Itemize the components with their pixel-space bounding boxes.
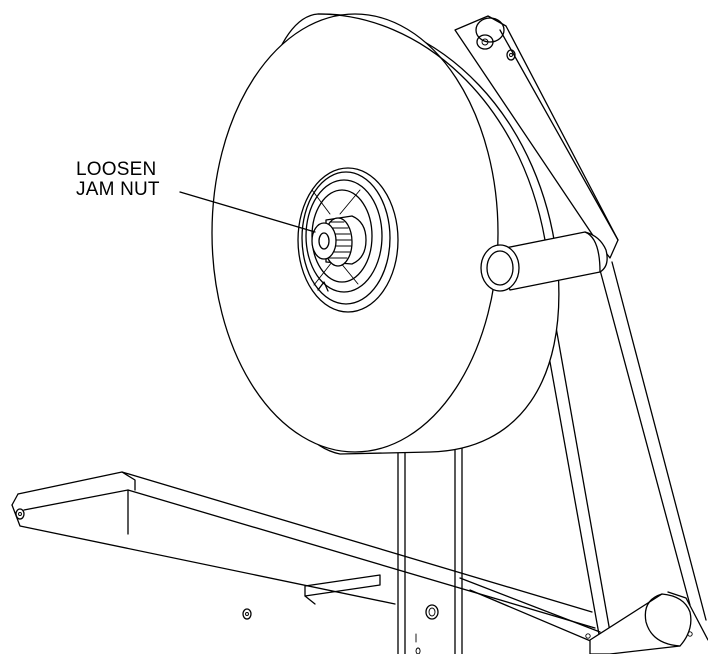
rail-bolt-center [242, 608, 252, 620]
hub-assembly [297, 167, 399, 313]
web-path [535, 261, 707, 641]
guide-roller [480, 231, 608, 292]
shaft-end [311, 222, 337, 260]
callout-leader-line [179, 191, 316, 233]
callout-label: LOOSEN JAM NUT [76, 160, 160, 200]
lower-roller [585, 591, 708, 654]
base-frame [11, 471, 601, 646]
callout-line-2: JAM NUT [76, 179, 160, 200]
callout-line-1: LOOSEN [76, 159, 157, 180]
post-bolt [425, 604, 439, 620]
upright-post [397, 431, 463, 654]
rail-bolt-left [15, 508, 25, 520]
